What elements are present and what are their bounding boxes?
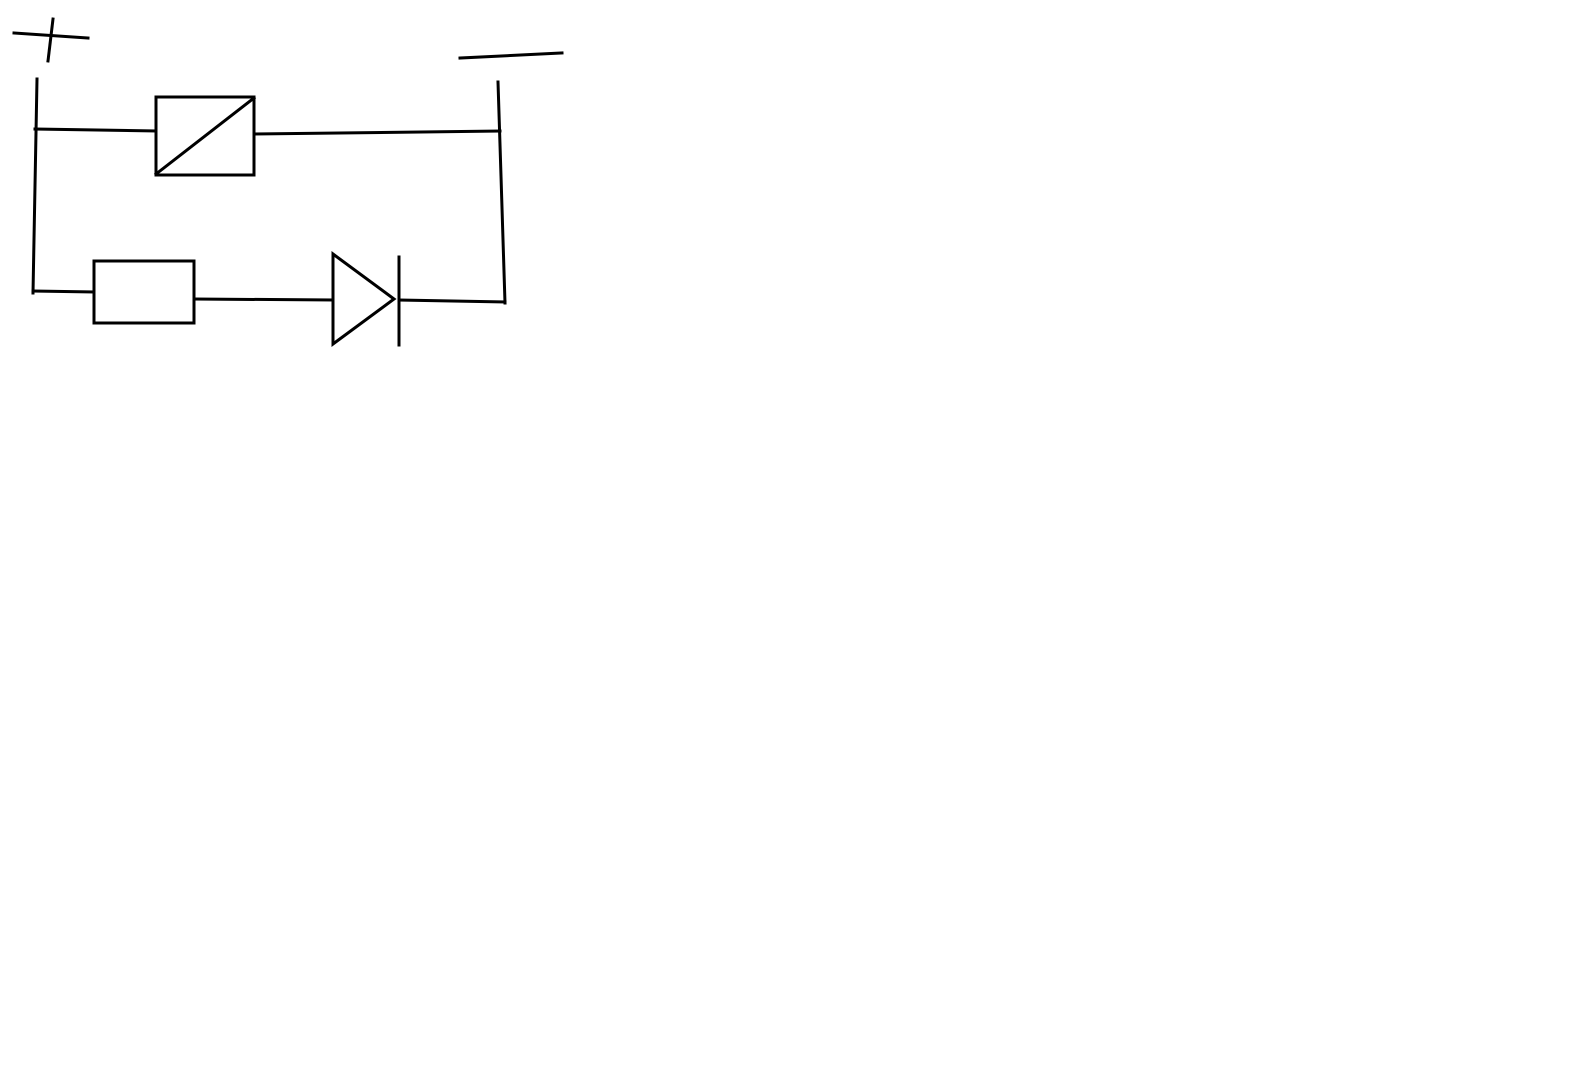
lower-branch-wire-middle bbox=[192, 297, 335, 302]
resistor-symbol bbox=[92, 259, 196, 325]
left-vertical-wire bbox=[31, 77, 39, 295]
right-vertical-wire bbox=[496, 80, 507, 305]
lower-branch-wire-left bbox=[31, 289, 96, 294]
diode-symbol bbox=[331, 251, 401, 347]
positive-terminal-mark bbox=[12, 17, 90, 63]
relay-coil-symbol bbox=[153, 95, 257, 177]
upper-branch-wire-left bbox=[33, 127, 158, 133]
negative-terminal-mark bbox=[458, 51, 564, 60]
lower-branch-wire-right bbox=[397, 298, 507, 304]
upper-branch-wire-right bbox=[252, 129, 502, 136]
